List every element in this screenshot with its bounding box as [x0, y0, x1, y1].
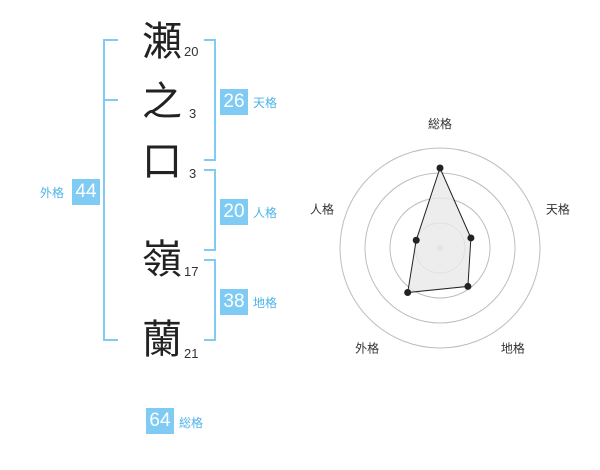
radar-axis-label-1: 総格	[428, 116, 452, 131]
radar-point-1	[436, 164, 444, 172]
gaikaku-bracket	[103, 39, 118, 341]
jinkaku-score: 20	[220, 199, 248, 225]
stroke-count-2: 3	[189, 106, 197, 121]
radar-point-5	[412, 236, 420, 244]
radar-axis-label-3: 地格	[501, 340, 525, 355]
radar-polygon	[407, 166, 472, 294]
radar-ring-1	[339, 147, 541, 349]
name-char-3: 口	[142, 139, 182, 185]
gaikaku-score: 44	[72, 179, 100, 205]
chikaku-label: 地格	[253, 296, 278, 310]
soukaku-score: 64	[146, 408, 174, 434]
radar-axis-label-4: 外格	[355, 340, 379, 355]
tenkaku-score: 26	[220, 89, 248, 115]
radar-axis-label-2: 天格	[546, 202, 570, 217]
chikaku-bracket	[204, 259, 216, 341]
stroke-count-4: 17	[184, 264, 199, 279]
gaikaku-label: 外格	[40, 186, 65, 200]
chikaku-score: 38	[220, 289, 248, 315]
radar-point-3	[464, 282, 472, 290]
radar-axis-label-5: 人格	[310, 202, 334, 217]
name-char-2: 之	[142, 79, 182, 125]
stroke-count-5: 21	[184, 346, 199, 361]
jinkaku-label: 人格	[253, 206, 278, 220]
name-char-5: 蘭	[142, 317, 182, 363]
name-char-1: 瀬	[142, 19, 182, 65]
radar-point-2	[467, 234, 475, 242]
radar-points	[404, 164, 475, 296]
name-char-4: 嶺	[142, 237, 182, 283]
tenkaku-label: 天格	[253, 96, 278, 110]
stroke-count-1: 20	[184, 44, 199, 59]
soukaku-label: 総格	[179, 416, 204, 430]
radar-point-4	[404, 288, 412, 296]
tenkaku-bracket	[204, 39, 216, 161]
stroke-count-3: 3	[189, 166, 197, 181]
jinkaku-bracket	[204, 169, 216, 251]
